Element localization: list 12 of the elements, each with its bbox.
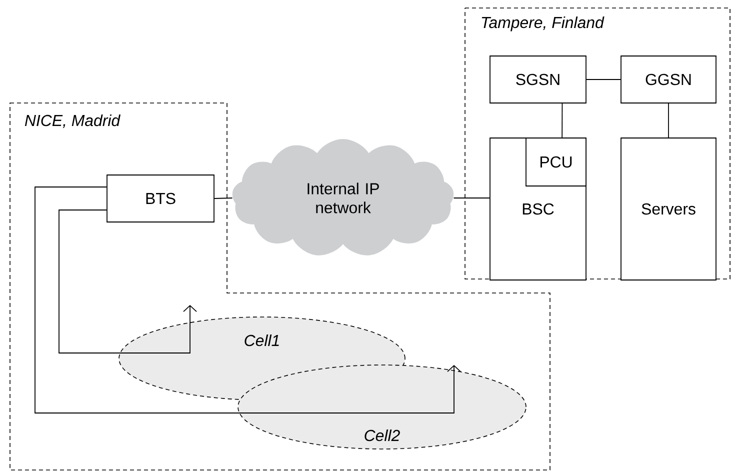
connector-line	[562, 103, 563, 138]
connector-line	[668, 103, 669, 138]
arrow	[58, 210, 197, 354]
network-element-box: BTS	[106, 174, 214, 222]
network-element-box: PCU	[526, 138, 586, 186]
connector-line	[214, 198, 233, 199]
network-element-box: Servers	[620, 138, 716, 280]
network-element-box: GGSN	[620, 56, 716, 104]
network-element-box: SGSN	[490, 56, 586, 104]
connector-line	[586, 79, 621, 80]
network-cloud: Internal IP network	[232, 139, 454, 256]
arrow	[34, 186, 461, 414]
